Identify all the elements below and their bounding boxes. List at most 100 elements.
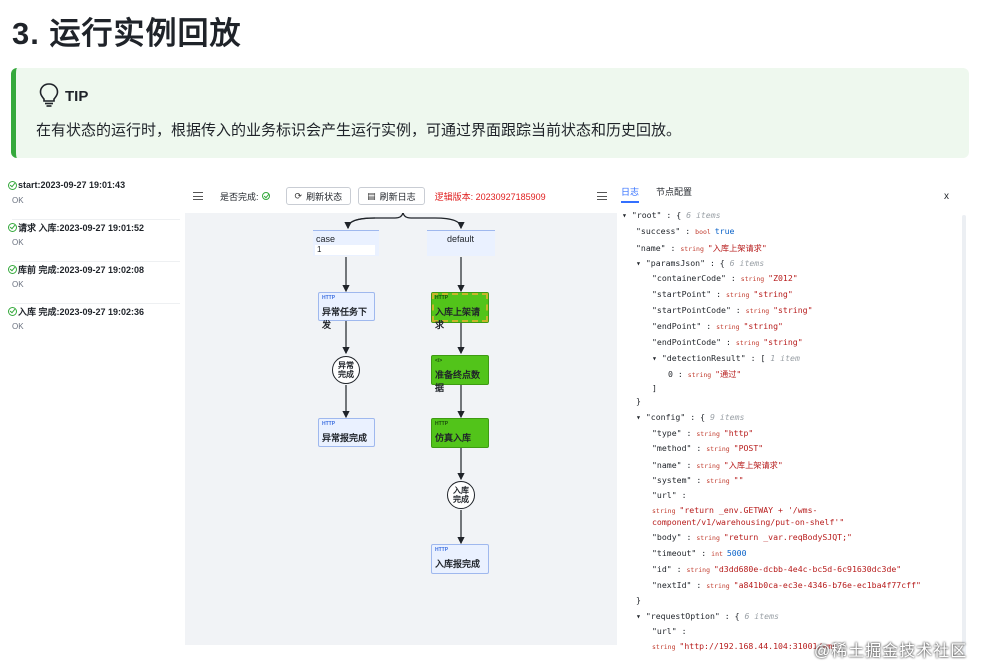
json-type: string: [652, 643, 680, 651]
json-type: string: [680, 245, 708, 253]
history-item[interactable]: 入库 完成:2023-09-27 19:02:36 OK: [8, 304, 180, 346]
http-tag: HTTP: [435, 547, 449, 553]
json-value: "string": [763, 337, 803, 347]
http-tag: HTTP: [435, 295, 449, 301]
json-value: true: [714, 226, 735, 236]
json-value: "a841b0ca-ec3e-4346-b76e-ec1ba4f77cff": [733, 580, 921, 590]
json-line: "url" :: [652, 626, 687, 636]
json-line: component/v1/warehousing/put-on-shelf'": [652, 517, 844, 527]
check-circle-icon: [8, 180, 17, 190]
node-label: 入库上架请求: [435, 307, 481, 330]
json-key: "name" :: [652, 460, 697, 470]
json-type: string: [740, 275, 769, 283]
json-type: string: [706, 582, 734, 590]
close-icon[interactable]: x: [944, 191, 949, 202]
log-icon: ▤: [367, 190, 376, 201]
json-line: "name" : string "入库上架请求": [636, 242, 767, 254]
json-type: string: [725, 291, 754, 299]
json-line: "type" : string "http": [652, 428, 753, 438]
panel-tabs: 日志 节点配置 x: [618, 180, 967, 204]
case-branch-header[interactable]: case 1: [313, 230, 379, 256]
json-key: ▾ "paramsJson" : {: [636, 258, 725, 268]
active-tab-indicator: [621, 201, 639, 203]
json-key: ▾ "root" : {: [622, 210, 682, 220]
json-value: "http://192.168.44.104:31001/wms-: [679, 641, 843, 651]
menu-icon[interactable]: [193, 192, 203, 201]
json-key: 0 :: [668, 369, 688, 379]
tab-node-config[interactable]: 节点配置: [656, 187, 693, 197]
refresh-state-button[interactable]: ⟳刷新状态: [285, 187, 352, 205]
lightbulb-icon: [39, 83, 59, 107]
json-value: "入库上架请求": [707, 243, 767, 253]
json-line: "url" :: [652, 490, 687, 500]
scrollbar[interactable]: [962, 215, 966, 655]
history-item[interactable]: start:2023-09-27 19:01:43 OK: [8, 178, 180, 220]
json-line: "system" : string "": [652, 475, 744, 485]
circle-label: 异常: [338, 361, 354, 370]
refresh-icon: ⟳: [294, 190, 303, 201]
refresh-log-button[interactable]: ▤刷新日志: [358, 187, 425, 205]
flow-node-inbound-request[interactable]: HTTP 入库上架请求: [431, 292, 489, 330]
check-circle-icon: [261, 192, 270, 200]
flow-toolbar: 是否完成: ⟳刷新状态 ▤刷新日志 逻辑版本: 20230927185909: [193, 183, 613, 209]
json-type: string: [696, 430, 724, 438]
history-item-title: 请求 入库:2023-09-27 19:01:52: [18, 222, 145, 233]
flow-node-exception-report[interactable]: HTTP 异常报完成: [318, 418, 375, 447]
json-value: "http": [723, 428, 754, 438]
json-value: component/v1/warehousing/put-on-shelf'": [652, 517, 845, 527]
json-type: string: [706, 445, 734, 453]
flow-node-exception-complete-event[interactable]: 异常完成: [332, 356, 360, 384]
default-branch-header[interactable]: default: [427, 230, 495, 256]
history-item-status: OK: [12, 238, 24, 247]
watermark: @稀土掘金技术社区: [814, 643, 968, 660]
code-tag: </>: [435, 358, 443, 364]
flow-node-inbound-complete-event[interactable]: 入库完成: [447, 481, 475, 509]
json-line: ]: [652, 383, 657, 393]
flow-node-simulate-inbound[interactable]: HTTP 仿真入库: [431, 418, 489, 448]
json-line: "startPointCode" : string "string": [652, 305, 813, 315]
history-item-status: OK: [12, 322, 24, 331]
json-item-count: 6 items: [724, 258, 765, 268]
done-label: 是否完成:: [220, 191, 259, 202]
json-value: "": [733, 475, 744, 485]
json-key: "containerCode" :: [652, 273, 741, 283]
flow-canvas[interactable]: case 1 default HTTP 异常任务下发 异常完成 HTTP 异常报…: [185, 213, 617, 645]
json-line: ▾ "root" : { 6 items: [622, 210, 721, 220]
json-type: string: [652, 507, 680, 515]
json-key: "type" :: [652, 428, 697, 438]
json-key: "success" :: [636, 226, 696, 236]
flow-node-inbound-report[interactable]: HTTP 入库报完成: [431, 544, 489, 574]
history-list: start:2023-09-27 19:01:43 OK 请求 入库:2023-…: [8, 178, 180, 346]
json-type: string: [735, 339, 764, 347]
json-line: ▾ "config" : { 9 items: [636, 412, 744, 422]
json-line: "nextId" : string "a841b0ca-ec3e-4346-b7…: [652, 580, 921, 590]
json-key: "url" :: [652, 490, 687, 500]
case-label: case: [316, 234, 336, 244]
json-type: string: [696, 462, 724, 470]
json-type: bool: [695, 228, 715, 236]
json-key: }: [636, 396, 641, 406]
json-line: string "http://192.168.44.104:31001/wms-: [652, 641, 842, 651]
circle-label: 完成: [453, 495, 469, 504]
json-value: "POST": [733, 443, 764, 453]
json-line: "success" : bool true: [636, 226, 734, 236]
json-key: "system" :: [652, 475, 707, 485]
json-line: "name" : string "入库上架请求": [652, 459, 783, 471]
json-line: "startPoint" : string "string": [652, 289, 793, 299]
json-line: "id" : string "d3dd680e-dcbb-4e4c-bc5d-6…: [652, 564, 901, 574]
json-value: "d3dd680e-dcbb-4e4c-bc5d-6c91630dc3de": [713, 564, 902, 574]
json-line: string "return _env.GETWAY + '/wms-: [652, 505, 817, 515]
json-line: "body" : string "return _var.reqBodySJQT…: [652, 532, 852, 542]
json-value: "string": [743, 321, 783, 331]
history-item-status: OK: [12, 280, 24, 289]
flow-node-prepare-data[interactable]: </> 准备终点数据: [431, 355, 489, 393]
json-line: }: [636, 396, 641, 406]
menu-icon[interactable]: [597, 192, 607, 201]
json-key: "nextId" :: [652, 580, 707, 590]
flow-node-exception-task[interactable]: HTTP 异常任务下发: [318, 292, 375, 330]
http-tag: HTTP: [322, 295, 336, 301]
tab-log[interactable]: 日志: [621, 187, 640, 197]
json-type: string: [716, 323, 744, 331]
history-item[interactable]: 库前 完成:2023-09-27 19:02:08 OK: [8, 262, 180, 304]
history-item[interactable]: 请求 入库:2023-09-27 19:01:52 OK: [8, 220, 180, 262]
